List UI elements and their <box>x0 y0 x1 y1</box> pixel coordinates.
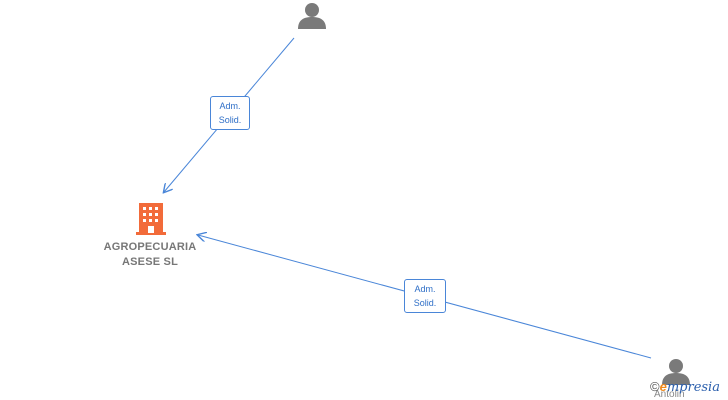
copyright-symbol: © <box>650 379 660 394</box>
empresia-watermark: ©empresia <box>650 379 720 395</box>
company-name-line2: ASESE SL <box>121 256 178 268</box>
company-name-line1: AGROPECUARIA <box>103 241 197 253</box>
edge-label-1: Adm. Solid. <box>210 96 250 130</box>
person-icon[interactable] <box>298 3 326 29</box>
person-name[interactable]: Antolin <box>654 389 685 400</box>
edge-label-line2: Solid. <box>413 298 437 308</box>
edge-label-2: Adm. Solid. <box>404 279 446 313</box>
edge-label-line2: Solid. <box>218 115 242 125</box>
edge-label-line1: Adm. <box>414 284 436 294</box>
edge-label-line1: Adm. <box>219 101 241 111</box>
company-name[interactable]: AGROPECUARIA ASESE SL <box>90 240 210 270</box>
brand-rest: mpresia <box>666 380 720 395</box>
brand-e: e <box>659 379 667 394</box>
person-icon[interactable] <box>662 359 690 385</box>
building-icon[interactable] <box>136 203 166 235</box>
